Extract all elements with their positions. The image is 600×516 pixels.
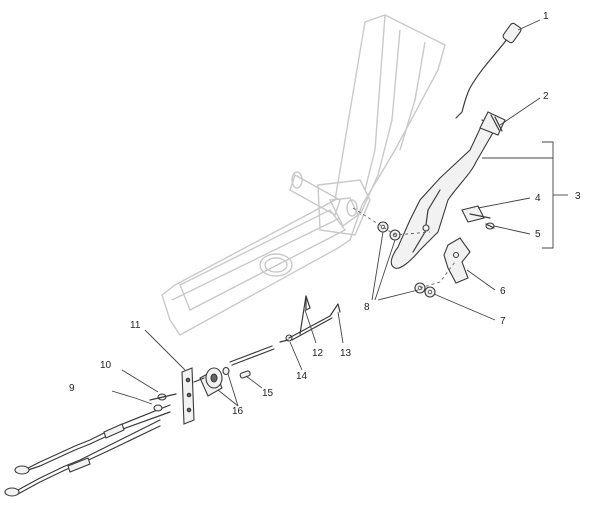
part-16-pulley — [193, 367, 223, 397]
callout-2: 2 — [543, 91, 549, 102]
part-16-nut — [222, 366, 230, 376]
part-5-pin — [485, 222, 495, 230]
handle-frame — [161, 14, 446, 336]
callout-3: 3 — [575, 191, 581, 202]
leader-lines — [111, 19, 541, 407]
callout-5: 5 — [535, 229, 541, 240]
callout-16: 16 — [232, 406, 244, 417]
part-14-rod — [229, 334, 293, 366]
callout-13: 13 — [340, 348, 352, 359]
callout-6: 6 — [500, 286, 506, 297]
assembly-lines — [352, 207, 456, 289]
callout-11: 11 — [130, 320, 141, 331]
callout-4: 4 — [535, 193, 541, 204]
part-15-pin — [239, 370, 251, 379]
part-13-linkage-rod — [288, 295, 341, 341]
callout-10: 10 — [100, 360, 112, 371]
part-6-bracket — [443, 237, 471, 284]
callout-3-bracket — [482, 141, 568, 249]
callout-14: 14 — [296, 371, 308, 382]
cables — [4, 393, 177, 497]
callout-7: 7 — [500, 316, 506, 327]
callout-9: 9 — [69, 383, 75, 394]
part-4-bolt — [461, 205, 491, 223]
callout-15: 15 — [262, 388, 274, 399]
callout-8: 8 — [364, 302, 370, 313]
callouts: 1 2 3 4 5 6 7 8 9 10 11 12 13 14 15 16 — [69, 11, 581, 417]
callout-12: 12 — [312, 348, 324, 359]
part-3-lever-assembly — [390, 111, 506, 269]
part-1-rod-with-knob — [455, 22, 522, 119]
part-11-mounting-plate — [181, 367, 195, 425]
callout-1: 1 — [543, 11, 549, 22]
